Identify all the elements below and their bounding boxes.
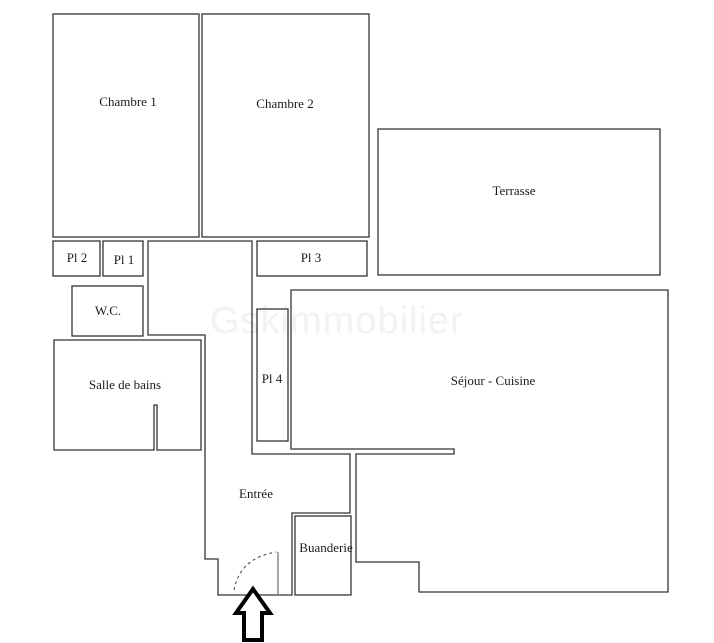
room-pl3 — [256, 240, 368, 277]
label-wc: W.C. — [94, 303, 122, 318]
label-entree: Entrée — [239, 486, 273, 501]
room-sejour-upper — [290, 289, 669, 593]
label-terrasse: Terrasse — [492, 183, 536, 198]
room-pl2 — [52, 240, 101, 277]
label-chambre-1: Chambre 1 — [99, 94, 157, 109]
label-chambre-2: Chambre 2 — [256, 96, 314, 111]
label-pl4: Pl 4 — [261, 371, 283, 386]
room-buanderie — [294, 515, 352, 596]
room-terrasse — [377, 128, 661, 276]
room-salle-de-bains — [53, 339, 202, 451]
room-pl1 — [102, 240, 144, 277]
label-pl3: Pl 3 — [300, 250, 322, 265]
room-chambre-1 — [52, 13, 200, 238]
room-entree — [147, 240, 351, 596]
room-chambre-2 — [201, 13, 370, 238]
label-pl1: Pl 1 — [113, 252, 135, 267]
room-pl4 — [256, 308, 289, 442]
label-salle-de-bains: Salle de bains — [88, 377, 162, 392]
label-buanderie: Buanderie — [299, 540, 353, 555]
label-sejour-cuisine: Séjour - Cuisine — [450, 373, 536, 388]
room-wc — [71, 285, 144, 337]
entrance-arrow-icon — [232, 585, 274, 642]
label-pl2: Pl 2 — [66, 250, 88, 265]
door-swing-arc — [233, 551, 277, 591]
